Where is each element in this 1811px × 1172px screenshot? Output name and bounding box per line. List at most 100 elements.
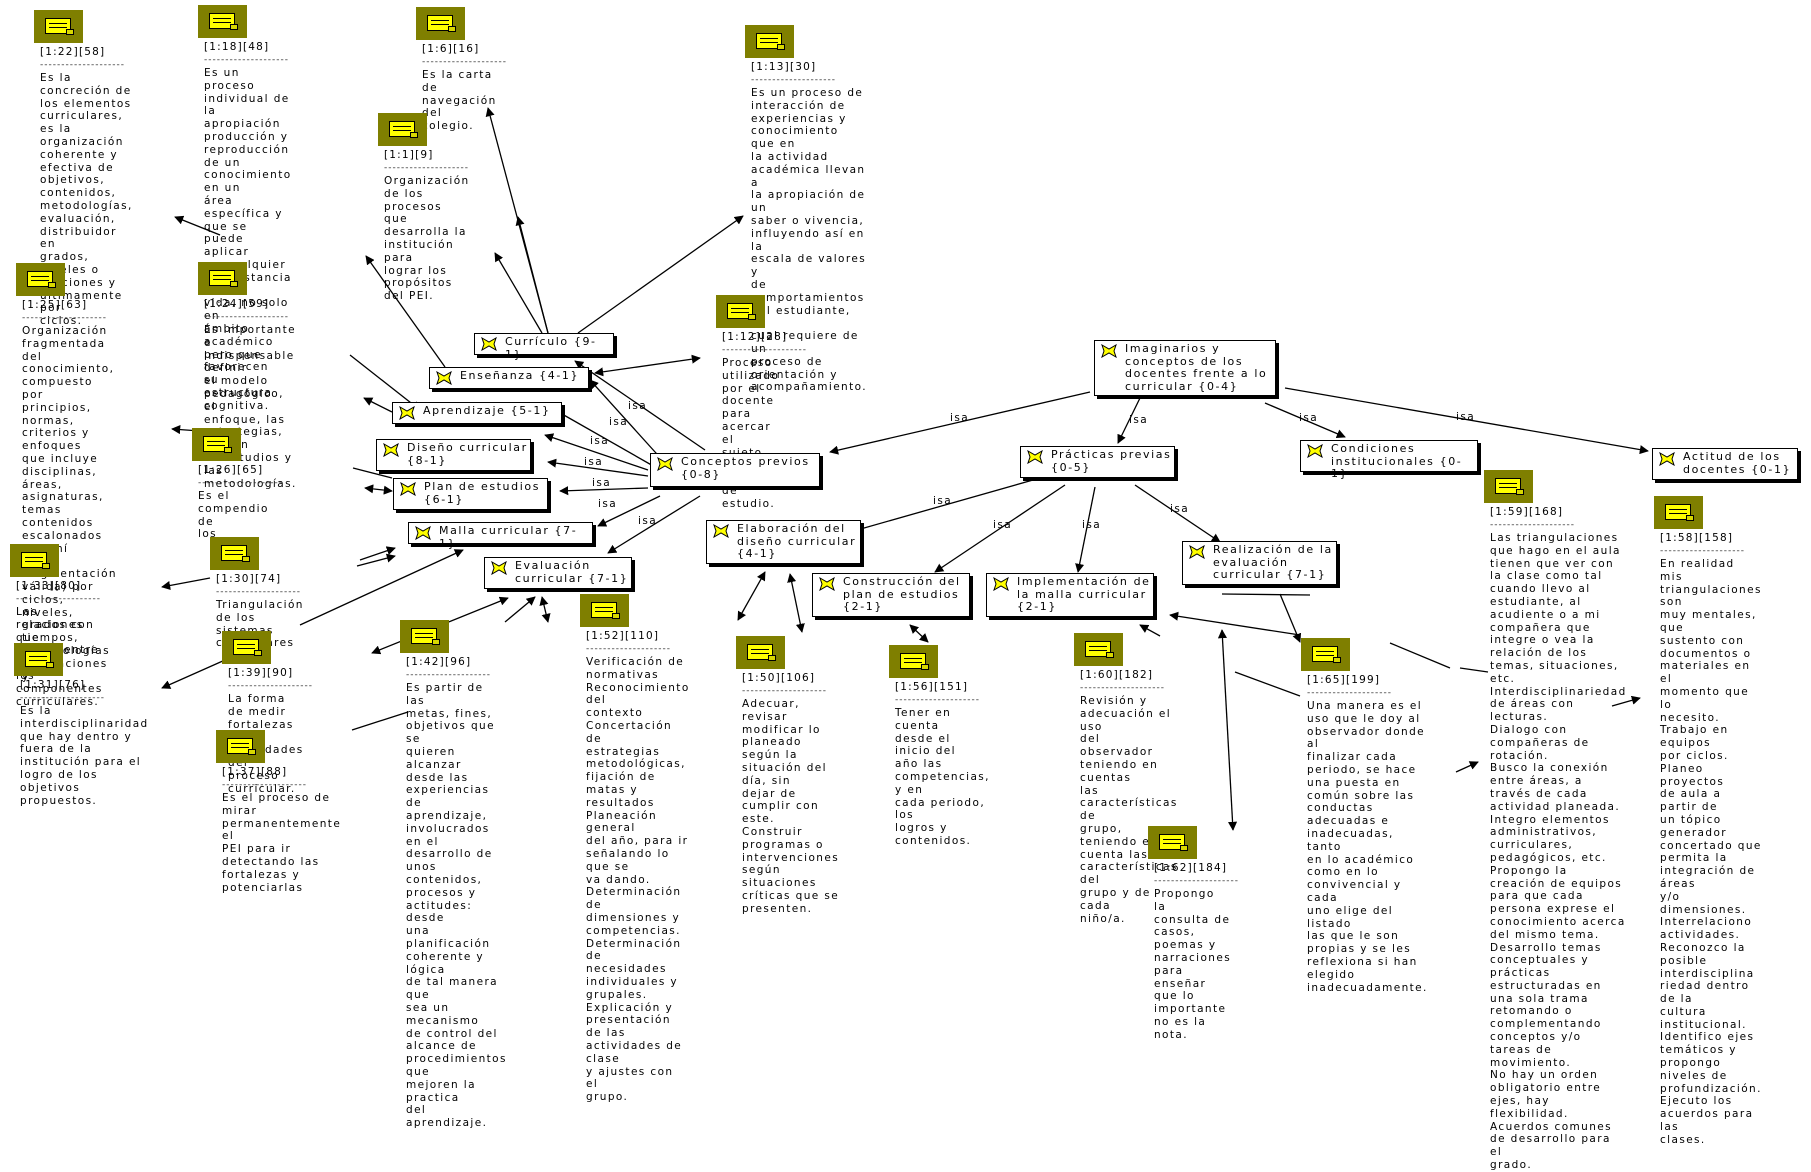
concept-condiciones-institucionales[interactable]: Condiciones institucionales {0-1} [1300, 440, 1478, 480]
concept-node-icon [399, 406, 415, 420]
quotation-text: Propongo la consulta de casos, poemas y … [1154, 888, 1232, 1041]
quotation-id: [1:12][28] [722, 331, 788, 343]
separator: -------------------- [895, 695, 980, 705]
quotation-id: [1:18][48] [204, 41, 270, 53]
separator: -------------------- [1154, 876, 1239, 886]
concept-label: Implementación de la malla curricular {2… [1017, 575, 1151, 613]
link-line [494, 252, 543, 334]
concept-node-icon [481, 337, 497, 351]
quotation-id: [1:65][199] [1307, 674, 1381, 686]
concept-node-icon [1659, 452, 1675, 466]
concept-realizacion-evaluacion[interactable]: Realización de la evaluación curricular … [1182, 541, 1337, 585]
separator: -------------------- [216, 587, 301, 597]
concept-node-icon [383, 443, 399, 457]
link-line [1234, 671, 1301, 697]
concept-label: Diseño curricular {8-1} [407, 441, 528, 467]
concept-evaluacion-curricular[interactable]: Evaluación curricular {7-1} [484, 557, 632, 589]
quotation-text: Organización de los procesos que desarro… [384, 175, 470, 303]
quotation-id: [1:31][76] [20, 679, 86, 691]
link-label-isa: isa [993, 519, 1013, 531]
concept-label: Currículo {9-1} [505, 335, 597, 361]
link-label-isa: isa [584, 456, 604, 468]
quotation-id: [1:25][63] [22, 299, 88, 311]
concept-node-icon [491, 561, 507, 575]
quotation-text: La forma de medir fortalezas y debilidad… [228, 693, 304, 795]
quotation-id: [1:59][168] [1490, 506, 1564, 518]
concept-diseno-curricular[interactable]: Diseño curricular {8-1} [376, 439, 531, 471]
separator: -------------------- [198, 478, 283, 488]
quotation-id: [1:22][58] [40, 46, 106, 58]
link-line [909, 624, 929, 643]
concept-malla-curricular[interactable]: Malla curricular {7-1} [408, 522, 593, 549]
separator: -------------------- [751, 75, 836, 85]
concept-label: Evaluación curricular {7-1} [515, 559, 629, 585]
concept-actitud-docentes[interactable]: Actitud de los docentes {0-1} [1652, 448, 1798, 480]
link-line [787, 573, 805, 633]
quotation-note-icon [1074, 633, 1123, 666]
separator: -------------------- [228, 681, 313, 691]
quotation-note-icon [16, 263, 65, 296]
quotation-note-icon [416, 7, 465, 40]
quotation-note-icon [198, 262, 247, 295]
concept-curriculo[interactable]: Currículo {9-1} [474, 333, 614, 360]
link-label-isa: isa [628, 400, 648, 412]
quotation-id: [1:26][65] [198, 464, 264, 476]
concept-implementacion-malla[interactable]: Implementación de la malla curricular {2… [986, 573, 1154, 617]
link-line [515, 216, 549, 334]
quotation-text: Es partir de las metas, fines, objetivos… [406, 682, 507, 1130]
concept-node-icon [1189, 545, 1205, 559]
concept-elaboracion-diseno[interactable]: Elaboración del diseño curricular {4-1} [706, 520, 861, 564]
quotation-text: Proceso utilizado por el docente para ac… [722, 357, 780, 510]
link-line [356, 553, 396, 567]
quotation-note-icon [716, 295, 765, 328]
quotation-note-icon [198, 5, 247, 38]
concept-conceptos-previos[interactable]: Conceptos previos {0-8} [650, 453, 820, 487]
concept-label: Aprendizaje {5-1} [423, 404, 551, 417]
quotation-text: Las triangulaciones que hago en el aula … [1490, 532, 1627, 1172]
link-line [299, 549, 464, 626]
link-line [351, 711, 409, 731]
quotation-note-icon [14, 643, 63, 676]
separator: -------------------- [1660, 546, 1745, 556]
link-label-isa: isa [609, 416, 629, 428]
quotation-id: [1:33][80] [16, 580, 82, 592]
quotation-id: [1:58][158] [1660, 532, 1734, 544]
separator: -------------------- [1307, 688, 1392, 698]
quotation-id: [1:30][74] [216, 573, 282, 585]
link-label-isa: isa [1456, 411, 1476, 423]
quotation-id: [1:39][90] [228, 667, 294, 679]
quotation-text: Es la carta de navegación del colegio. [422, 69, 497, 133]
concept-practicas-previas[interactable]: Prácticas previas {0-5} [1020, 446, 1175, 478]
link-line [1459, 667, 1489, 673]
concept-node-icon [1101, 344, 1117, 358]
concept-imaginarios[interactable]: Imaginarios y conceptos de los docentes … [1094, 340, 1276, 396]
quotation-text: Adecuar, revisar modificar lo planeado s… [742, 698, 840, 915]
link-label-isa: isa [592, 477, 612, 489]
concept-aprendizaje[interactable]: Aprendizaje {5-1} [392, 402, 562, 424]
concept-node-icon [436, 371, 452, 385]
link-line [504, 596, 536, 623]
separator: -------------------- [204, 55, 289, 65]
concept-label: Conceptos previos {0-8} [681, 455, 810, 481]
separator: -------------------- [1080, 683, 1165, 693]
link-label-isa: isa [1129, 414, 1149, 426]
concept-construccion-plan[interactable]: Construcción del plan de estudios {2-1} [812, 573, 970, 617]
quotation-text: Una manera es el uso que le doy al obser… [1307, 700, 1428, 994]
separator: -------------------- [722, 345, 807, 355]
quotation-note-icon [378, 113, 427, 146]
quotation-note-icon [210, 537, 259, 570]
separator: -------------------- [406, 670, 491, 680]
quotation-text: Revisión y adecuación el uso del observa… [1080, 695, 1178, 925]
link-line [1279, 593, 1302, 643]
quotation-id: [1:24][59] [204, 298, 270, 310]
concept-ensenanza[interactable]: Enseñanza {4-1} [429, 367, 589, 389]
concept-node-icon [713, 524, 729, 538]
concept-plan-de-estudios[interactable]: Plan de estudios {6-1} [393, 478, 548, 510]
link-line [1455, 761, 1479, 773]
concept-node-icon [1307, 444, 1323, 458]
quotation-id: [1:13][30] [751, 61, 817, 73]
quotation-note-icon [1484, 470, 1533, 503]
quotation-note-icon [192, 428, 241, 461]
quotation-note-icon [1148, 826, 1197, 859]
separator: -------------------- [20, 693, 105, 703]
